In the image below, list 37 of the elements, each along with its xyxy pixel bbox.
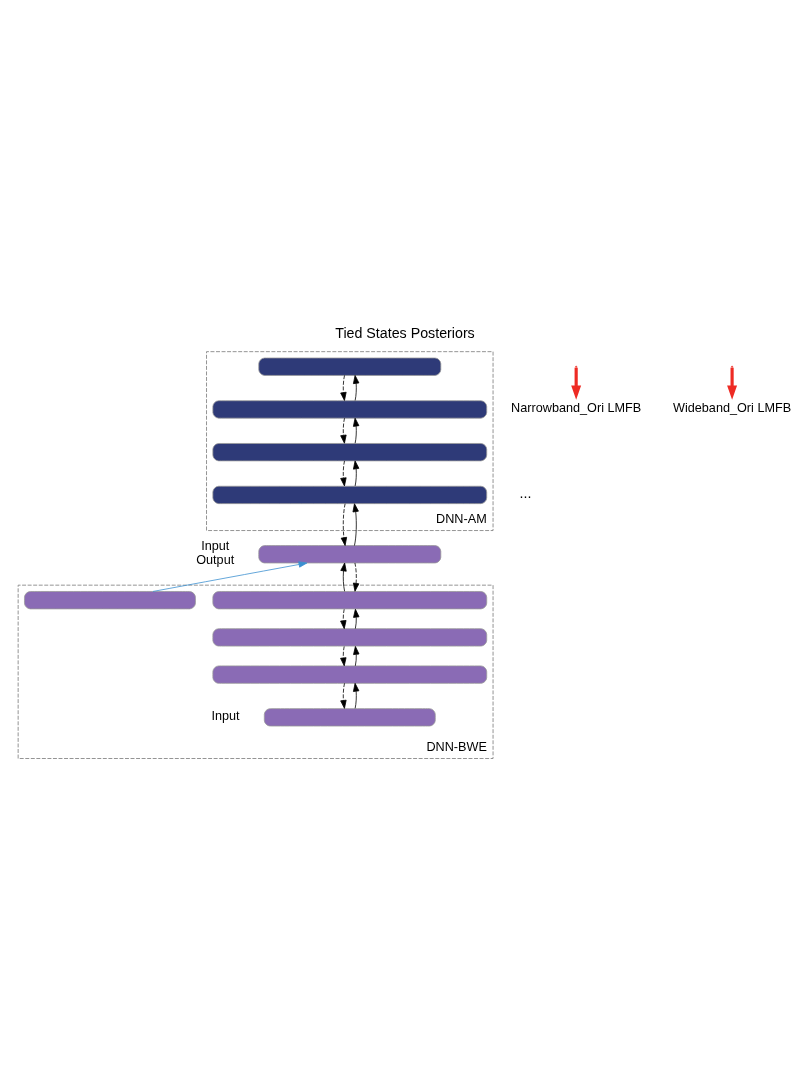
arrow [340, 460, 347, 487]
node-text: Narrowband_Ori LMFB [511, 401, 642, 416]
node-label: Input [201, 539, 230, 554]
arrow [340, 682, 347, 709]
node-bar [258, 357, 442, 376]
node-bar [212, 628, 488, 647]
arrow [353, 375, 360, 401]
arrow [152, 561, 308, 592]
arrow [727, 367, 738, 400]
arrow [353, 682, 360, 709]
node-bar [263, 708, 436, 727]
arrow [353, 646, 360, 667]
node-bar [212, 591, 488, 610]
node-bar [212, 665, 488, 684]
arrow [353, 417, 360, 444]
label: ... [519, 485, 532, 502]
arrow [340, 417, 347, 444]
node-bar [24, 591, 196, 610]
cluster: DNN-AM [206, 351, 494, 531]
node-bar [258, 545, 442, 564]
node-bar [212, 485, 488, 505]
arrow [571, 367, 582, 400]
node-bar [212, 443, 488, 462]
arrow [340, 646, 347, 667]
arrow [352, 503, 359, 546]
arrow [353, 608, 360, 630]
arrow [340, 503, 348, 546]
arrow [340, 375, 347, 401]
node-text: Wideband_Ori LMFB [673, 401, 792, 416]
node-label: Output [196, 553, 235, 568]
node-label: Input [211, 709, 240, 724]
arrow [340, 562, 347, 592]
arrow [340, 608, 347, 630]
node-bar [212, 400, 488, 419]
arrow [353, 460, 360, 487]
diagram-title: Tied States Posteriors [335, 324, 475, 341]
arrow [352, 562, 360, 592]
